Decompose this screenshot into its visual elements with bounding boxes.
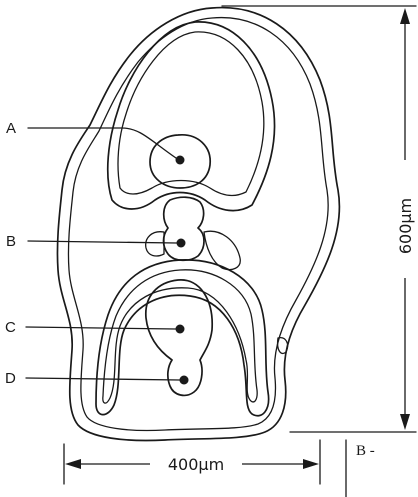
leader-a <box>28 128 176 158</box>
label-a: A <box>6 120 16 137</box>
dot-b <box>177 239 186 248</box>
upper-cavity-outer <box>108 22 275 211</box>
leader-d <box>26 378 180 380</box>
leader-b <box>28 241 177 243</box>
label-d: D <box>5 370 16 387</box>
corner-text: B - <box>356 443 375 459</box>
height-arrow-bottom <box>400 414 410 430</box>
outer-wall-inner <box>68 18 328 431</box>
lower-cavity-outer <box>96 260 269 416</box>
height-label: 600μm <box>396 198 415 254</box>
dot-c <box>176 325 185 334</box>
organ-b-right-lobe <box>204 231 240 269</box>
leader-c <box>26 327 176 329</box>
height-arrow-top <box>400 8 410 24</box>
lower-cavity-inner <box>103 270 257 403</box>
width-label: 400μm <box>168 455 224 474</box>
width-arrow-left <box>65 459 81 469</box>
label-b: B <box>6 233 16 250</box>
organ-b-left-lobe <box>146 232 164 256</box>
label-c: C <box>5 319 16 336</box>
organ-c-d <box>146 280 212 396</box>
upper-cavity-inner <box>118 32 264 196</box>
width-arrow-right <box>303 459 319 469</box>
dot-d <box>180 376 189 385</box>
outer-wall-outer <box>57 8 339 441</box>
dot-a <box>176 156 185 165</box>
organ-b <box>164 197 205 260</box>
